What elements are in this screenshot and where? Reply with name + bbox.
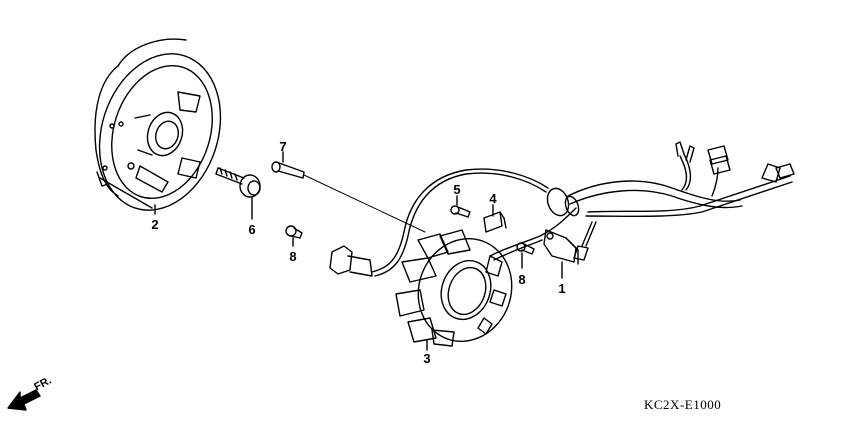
callout-label-2: 2 <box>151 217 159 232</box>
drawing-code: KC2X-E1000 <box>644 397 722 412</box>
wire-clamp-part[interactable] <box>483 204 507 233</box>
screw-part-8-right[interactable] <box>516 242 535 269</box>
callout-label-6: 6 <box>248 222 256 237</box>
callout-label-8-right: 8 <box>518 272 526 287</box>
callout-label-1: 1 <box>558 281 566 296</box>
callout-label-8-left: 8 <box>289 249 297 264</box>
callout-label-5: 5 <box>453 182 461 197</box>
grommet-part <box>546 187 580 217</box>
front-direction-arrow <box>7 389 41 411</box>
callout-label-3: 3 <box>423 351 431 366</box>
flange-bolt-part[interactable] <box>215 167 261 220</box>
screw-part-5[interactable] <box>450 195 471 218</box>
bolt-part-7[interactable] <box>271 151 426 233</box>
screw-part-8-left[interactable] <box>285 225 303 247</box>
stator-connector <box>329 245 373 277</box>
stator-coil-part[interactable] <box>395 225 526 354</box>
callout-label-4: 4 <box>489 191 497 206</box>
flywheel-rotor-part[interactable] <box>80 38 240 226</box>
callout-label-7: 7 <box>279 139 287 154</box>
pulse-generator-part[interactable] <box>543 229 579 279</box>
